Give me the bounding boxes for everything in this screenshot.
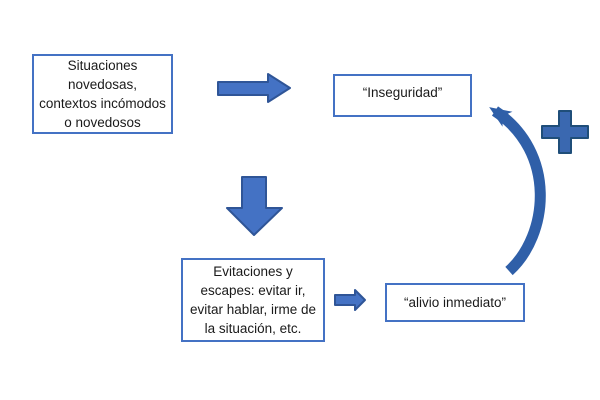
alivio-box: “alivio inmediato” [385, 283, 525, 322]
flow-arrow-small-right-icon [334, 289, 366, 311]
situaciones-box-line: o novedosos [64, 115, 141, 130]
situaciones-box-line: novedosas, [67, 77, 138, 92]
flow-arrow-down-icon [226, 176, 283, 236]
evitaciones-box-line: escapes: evitar ir, [200, 283, 306, 298]
alivio-box-label: “alivio inmediato” [403, 295, 507, 310]
situaciones-box-line: contextos incómodos [39, 96, 166, 111]
situaciones-box: Situaciones novedosas, contextos incómod… [32, 54, 173, 134]
flow-arrow-right-icon [217, 73, 291, 103]
inseguridad-box: “Inseguridad” [333, 74, 472, 117]
evitaciones-box-line: Evitaciones y [213, 264, 293, 279]
situaciones-box-line: Situaciones [67, 58, 138, 73]
evitaciones-box-line: evitar hablar, irme de [189, 302, 317, 317]
evitaciones-box-line: la situación, etc. [204, 321, 302, 336]
inseguridad-box-label: “Inseguridad” [362, 85, 443, 100]
feedback-curved-arrow-icon [489, 106, 546, 276]
plus-icon [541, 110, 589, 154]
evitaciones-box: Evitaciones y escapes: evitar ir, evitar… [181, 258, 325, 342]
